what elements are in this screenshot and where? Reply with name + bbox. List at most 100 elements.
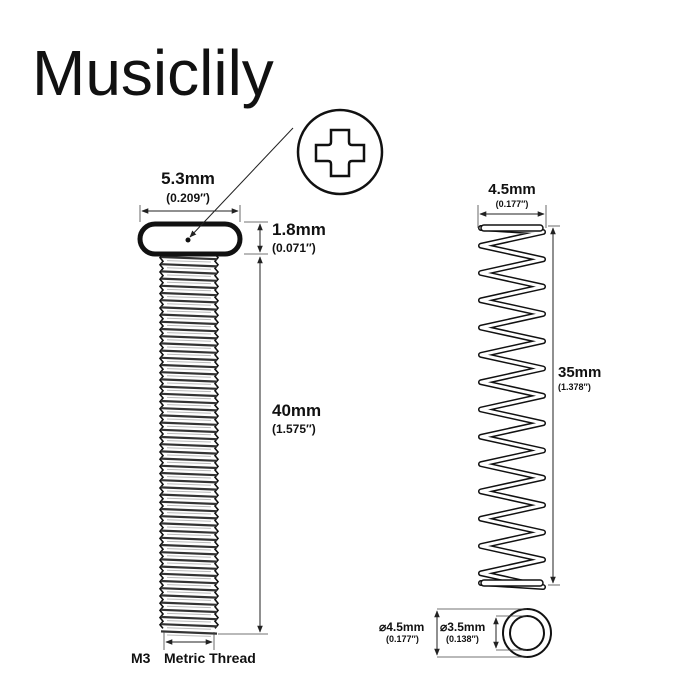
spring-width-label: 4.5mm	[488, 181, 536, 198]
thread-crest	[160, 399, 218, 405]
thread-root	[166, 404, 212, 407]
spring-length-dimension	[548, 225, 560, 586]
thread-root	[166, 540, 212, 544]
thread-root	[166, 598, 212, 601]
thread-type-label: Metric Thread	[164, 650, 256, 666]
thread-diameter-dimension	[163, 632, 215, 650]
phillips-head-detail	[296, 108, 384, 196]
thread-root	[166, 360, 212, 364]
screw-length-dimension	[218, 256, 268, 635]
thread-root	[166, 267, 212, 270]
thread-root	[166, 533, 212, 537]
thread-crest	[160, 371, 218, 376]
thread-root	[166, 461, 212, 465]
thread-root	[166, 332, 212, 335]
head-width-dimension	[139, 205, 241, 222]
thread-crest	[160, 270, 218, 275]
thread-crest	[160, 428, 218, 434]
thread-root	[166, 576, 212, 580]
thread-root	[166, 346, 212, 349]
thread-root	[166, 483, 212, 486]
thread-root	[166, 303, 212, 306]
thread-crest	[160, 579, 218, 585]
thread-root	[166, 317, 212, 321]
thread-crest	[160, 587, 218, 592]
head-width-label: 5.3mm	[161, 169, 215, 188]
thread-root	[166, 548, 212, 551]
thread-crest	[160, 565, 218, 570]
thread-root	[166, 620, 212, 623]
spring-length-label: 35mm	[558, 364, 601, 381]
thread-root	[166, 612, 212, 616]
thread-crest	[160, 363, 218, 369]
spring-coil-fill	[479, 226, 545, 589]
screw-length-inch-label: (1.575″)	[272, 422, 316, 436]
head-height-label: 1.8mm	[272, 220, 326, 239]
thread-root	[166, 296, 212, 299]
spring-outer-diameter-inch-label: (0.177″)	[386, 634, 419, 644]
screw-head	[137, 221, 243, 257]
thread-crest	[160, 507, 218, 513]
spring-bottom-end	[480, 579, 544, 587]
thread-root	[166, 382, 212, 385]
thread-crest	[160, 623, 218, 628]
thread-root	[166, 476, 212, 479]
thread-crest	[160, 601, 218, 606]
screw-thread-body	[158, 253, 220, 637]
thread-root	[166, 447, 212, 450]
thread-crest	[160, 291, 218, 297]
thread-root	[166, 375, 212, 378]
spring-outer-diameter-label: ⌀4.5mm	[379, 620, 424, 634]
spring-length-inch-label: (1.378″)	[558, 382, 591, 392]
thread-root	[166, 425, 212, 429]
thread-crest	[160, 529, 218, 534]
thread-crest	[160, 443, 218, 448]
thread-crest	[160, 543, 218, 549]
thread-crest	[160, 335, 218, 340]
thread-root	[166, 519, 212, 522]
thread-crest	[160, 551, 218, 556]
thread-root	[166, 497, 212, 501]
thread-crest	[160, 435, 218, 441]
spring-inner-diameter-inch-label: (0.138″)	[446, 634, 479, 644]
thread-root	[166, 368, 212, 371]
thread-crest	[160, 306, 218, 311]
thread-crest	[160, 608, 218, 614]
thread-crest	[160, 313, 218, 318]
thread-root	[166, 490, 212, 493]
thread-crest	[160, 572, 218, 578]
thread-root	[166, 389, 212, 393]
thread-root	[166, 396, 212, 400]
thread-crest	[160, 594, 218, 599]
thread-crest	[160, 615, 218, 621]
thread-root	[166, 281, 212, 285]
thread-root	[166, 353, 212, 357]
thread-root	[166, 274, 212, 277]
head-height-inch-label: (0.071″)	[272, 241, 316, 255]
thread-root	[166, 591, 212, 594]
head-height-dimension	[244, 221, 268, 255]
thread-crest	[160, 385, 218, 390]
spring-top-end	[480, 224, 544, 232]
thread-crest	[160, 349, 218, 354]
thread-crest	[160, 486, 218, 491]
thread-root	[166, 288, 212, 292]
detail-leader-line	[189, 127, 294, 238]
thread-crest	[160, 378, 218, 383]
thread-root	[166, 584, 212, 587]
thread-root	[166, 432, 212, 436]
thread-root	[166, 605, 212, 609]
thread-crest	[160, 299, 218, 304]
brand-logo-text: Musiclily	[32, 37, 274, 109]
spring-width-dimension	[477, 205, 547, 228]
thread-crest	[160, 327, 218, 333]
thread-crest	[160, 471, 218, 477]
thread-root	[166, 569, 212, 573]
thread-root	[166, 634, 212, 637]
thread-root	[166, 504, 212, 508]
thread-root	[166, 310, 212, 313]
thread-crest	[160, 407, 218, 412]
thread-root	[166, 339, 212, 342]
screw-drawing	[137, 221, 243, 637]
